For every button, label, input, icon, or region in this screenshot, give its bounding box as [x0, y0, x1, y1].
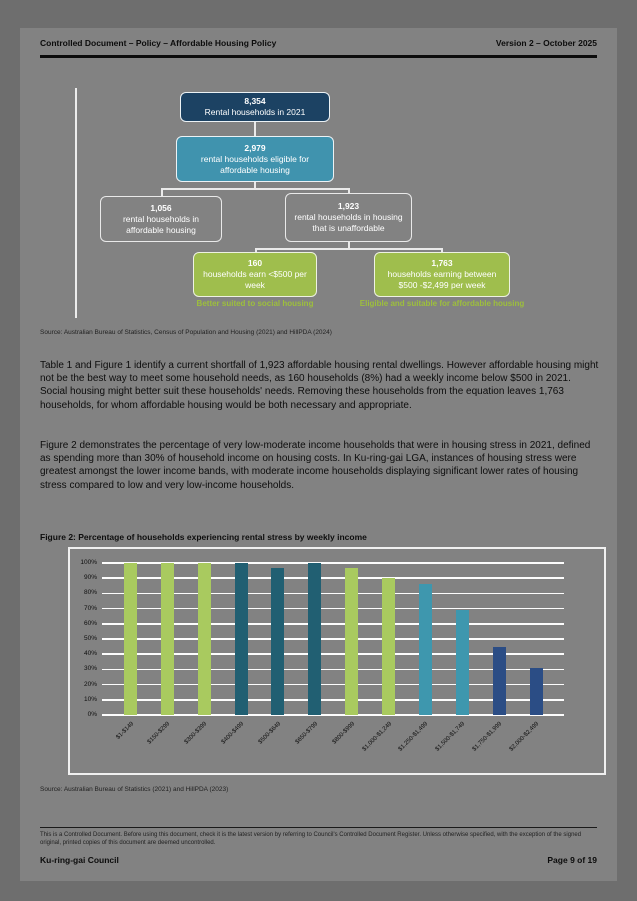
gridline [102, 699, 564, 701]
figure2-source: Source: Australian Bureau of Statistics … [40, 786, 229, 793]
bar-$300-$399 [197, 563, 211, 715]
paragraph-2: Figure 2 demonstrates the percentage of … [40, 440, 591, 491]
connector [254, 182, 256, 188]
y-tick-label: 60% [83, 619, 97, 627]
gridline [102, 638, 564, 640]
gridline [102, 683, 564, 686]
gridline [102, 714, 564, 716]
footnote-text: This is a Controlled Document. Before us… [40, 832, 582, 846]
under500-value: 160 [247, 258, 263, 268]
y-tick-label: 40% [83, 650, 97, 658]
band-label: households earning between $500 -$2,499 … [387, 269, 497, 290]
figure2-bar-chart: 0% 10% 20% 30% 40% 50% 60% 70% 80% 90% 100% $1-$14… [68, 547, 606, 775]
footnote-rule [40, 827, 597, 828]
flowchart-box-eligible: 2,979 rental households eligible for aff… [176, 136, 334, 182]
bar-$1,500-$1,749 [455, 610, 469, 715]
connector [254, 122, 256, 136]
gridline [102, 668, 564, 671]
document-page: Controlled Document – Policy – Affordabl… [20, 28, 617, 881]
bar-$1-$149 [124, 563, 137, 715]
bar-$1,250-$1,499 [418, 584, 432, 715]
eligible-label: rental households eligible for affordabl… [200, 153, 310, 175]
bar-$150-$299 [160, 563, 174, 715]
gridline [102, 653, 564, 655]
y-tick-label: 50% [83, 635, 97, 642]
connector [255, 248, 257, 252]
x-tick-label: $400-$499 [220, 721, 246, 746]
bar-$2,000-$2,499 [529, 667, 543, 715]
connector [161, 188, 163, 196]
gridline [102, 592, 564, 595]
unaffordable-value: 1,923 [337, 201, 360, 211]
x-tick-label: $150-$299 [147, 721, 172, 746]
flowchart-box-under500: 160 households earn <$500 per week [193, 252, 317, 297]
figure2-caption: Figure 2: Percentage of households exper… [40, 532, 367, 542]
x-tick-label: $300-$399 [183, 721, 209, 746]
flowchart-box-unaffordable: 1,923 rental households in housing that … [285, 193, 412, 242]
header-rule [40, 55, 597, 58]
connector [441, 248, 443, 252]
x-tick-label: $1-$149 [114, 721, 135, 741]
x-tick-label: $800-$999 [331, 721, 356, 746]
x-tick-label: $500-$649 [257, 721, 283, 746]
figure1-source: Source: Australian Bureau of Statistics,… [40, 329, 332, 336]
figure-frame-line [75, 88, 77, 318]
gridline [102, 562, 564, 564]
chart-x-axis: $1-$149 $150-$299 $300-$399 $400-$499 $500-$… [102, 717, 564, 772]
y-tick-label: 70% [83, 604, 97, 612]
header-title: Controlled Document – Policy – Affordabl… [40, 38, 277, 48]
y-tick-label: 90% [83, 574, 97, 582]
y-tick-label: 100% [80, 559, 97, 566]
connector [348, 188, 350, 193]
total-label: Rental households in 2021 [204, 107, 306, 117]
x-tick-label: $2,000-$2,499 [508, 721, 541, 753]
under500-label: households earn <$500 per week [203, 269, 307, 290]
y-tick-label: 20% [83, 680, 97, 688]
y-tick-label: 80% [83, 589, 97, 597]
x-tick-label: $1,000-$1,249 [361, 721, 393, 753]
gridline [102, 607, 564, 610]
in-affordable-label: rental households in affordable housing [122, 213, 200, 235]
x-tick-label: $1,250-$1,499 [398, 721, 430, 753]
footer-page-number: Page 9 of 19 [547, 855, 597, 865]
page-footer: Ku-ring-gai Council Page 9 of 19 [40, 855, 597, 865]
y-tick-label: 10% [83, 695, 97, 703]
unaffordable-label: rental households in housing that is una… [294, 212, 403, 233]
total-value: 8,354 [244, 96, 266, 106]
caption-social-housing: Better suited to social housing [196, 299, 314, 308]
x-tick-label: $1,750-$1,999 [471, 721, 504, 753]
bar-$800-$999 [345, 567, 359, 715]
flowchart-box-500-2499: 1,763 households earning between $500 -$… [374, 252, 510, 297]
flowchart-box-total: 8,354 Rental households in 2021 [180, 92, 330, 122]
connector [161, 188, 349, 190]
figure1-flowchart: 8,354 Rental households in 2021 2,979 re… [20, 28, 617, 328]
connector [348, 242, 350, 248]
in-affordable-value: 1,056 [150, 202, 172, 213]
x-tick-label: $1,500-$1,749 [434, 721, 467, 753]
y-tick-label: 0% [87, 711, 97, 718]
bar-$1,000-$1,249 [382, 578, 396, 715]
eligible-value: 2,979 [244, 142, 266, 153]
gridline [102, 577, 564, 579]
bar-$500-$649 [271, 567, 285, 715]
gridline [102, 623, 564, 625]
bar-$1,750-$1,999 [492, 646, 506, 715]
flowchart-box-in-affordable: 1,056 rental households in affordable ho… [100, 196, 222, 242]
header-version: Version 2 – October 2025 [495, 38, 597, 48]
band-value: 1,763 [431, 258, 453, 268]
page-header: Controlled Document – Policy – Affordabl… [40, 38, 597, 48]
chart-plot-area [102, 562, 564, 716]
caption-affordable-housing: Eligible and suitable for affordable hou… [359, 299, 525, 308]
y-tick-label: 30% [83, 665, 97, 673]
footer-council: Ku-ring-gai Council [40, 855, 119, 865]
connector [255, 248, 443, 250]
x-tick-label: $650-$799 [294, 721, 320, 746]
bar-$650-$799 [308, 563, 322, 715]
bar-$400-$499 [234, 563, 248, 715]
paragraph-1: Table 1 and Figure 1 identify a current … [40, 360, 599, 411]
